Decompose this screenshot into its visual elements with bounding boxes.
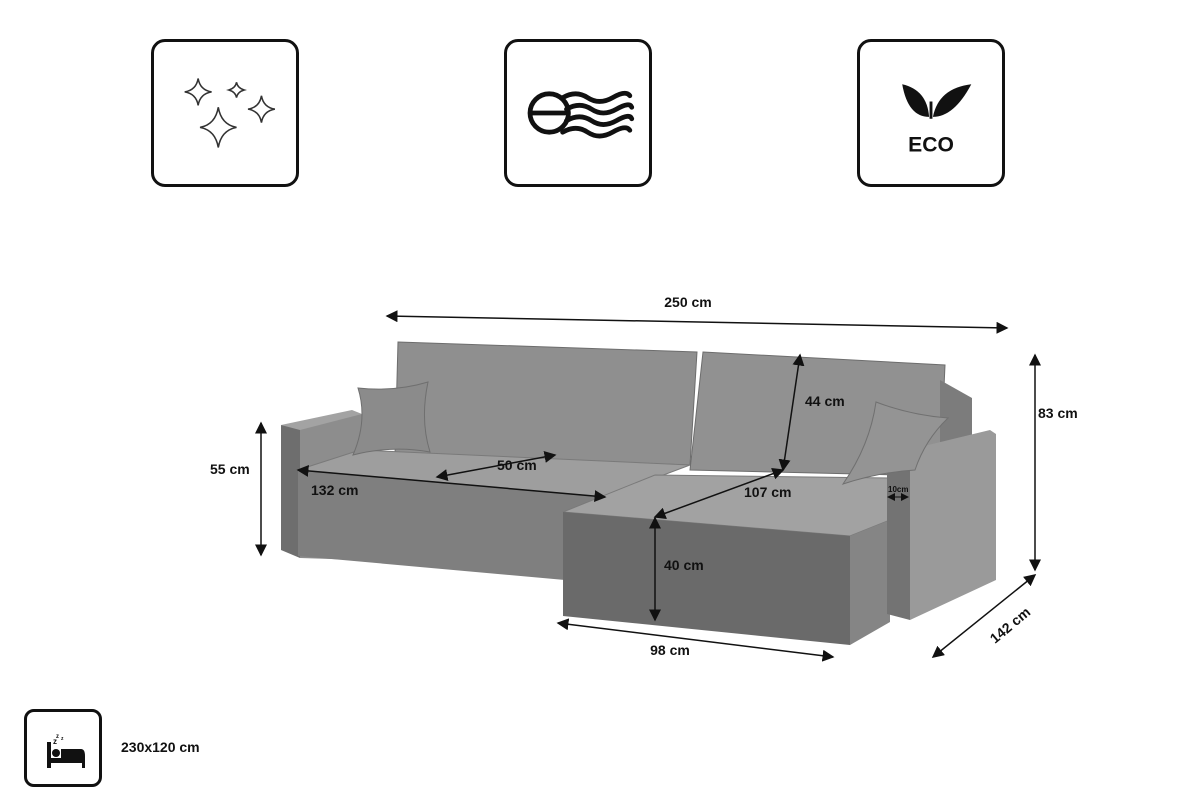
- total-height-label: 83 cm: [1038, 405, 1078, 421]
- eco-leaf-icon: ECO: [902, 84, 972, 156]
- wave-resistance-icon: [527, 90, 635, 139]
- chaise-length-label: 107 cm: [744, 484, 791, 500]
- sparkles-feature-icon: [151, 39, 299, 187]
- backrest-height-label: 44 cm: [805, 393, 845, 409]
- seat-width-label: 132 cm: [311, 482, 358, 498]
- total-width-label: 250 cm: [664, 294, 711, 310]
- sleeping-area-icon-box: z z z: [24, 709, 102, 787]
- eco-feature-icon: ECO: [857, 39, 1005, 187]
- svg-text:z: z: [53, 737, 57, 746]
- chaise-depth-arrow: [931, 574, 1037, 658]
- backrest-height-arrow: [778, 353, 805, 472]
- armrest-width-label: 10cm: [888, 485, 908, 494]
- chaise-width-label: 98 cm: [650, 642, 690, 658]
- svg-text:z: z: [61, 736, 64, 742]
- total-width-arrow: [385, 310, 1009, 334]
- armrest-height-label: 55 cm: [210, 461, 250, 477]
- dimension-arrows: [255, 310, 1041, 662]
- svg-text:z: z: [56, 734, 59, 740]
- eco-label: ECO: [908, 133, 954, 156]
- seat-height-label: 40 cm: [664, 557, 704, 573]
- sparkles-icon: [184, 78, 276, 148]
- seat-depth-label: 50 cm: [497, 457, 537, 473]
- bed-icon: z z z: [47, 734, 85, 768]
- sleeping-area-label: 230x120 cm: [121, 739, 200, 755]
- seat-width-arrow: [296, 464, 607, 503]
- chaise-depth-label: 142 cm: [987, 604, 1034, 647]
- sofa-illustration: [281, 341, 996, 645]
- chaise-width-arrow: [556, 618, 835, 662]
- chaise-length-arrow: [653, 467, 785, 520]
- wave-feature-icon: [504, 39, 652, 187]
